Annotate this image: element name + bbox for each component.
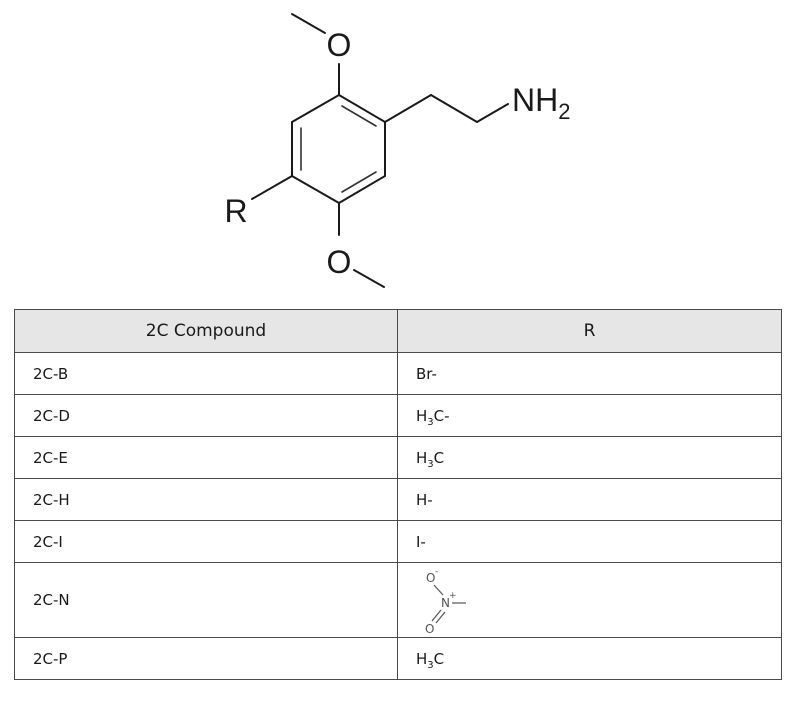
bond-methyl-top: [291, 13, 326, 34]
nitro-nitrogen-charge: +: [449, 591, 457, 601]
compound-cell: 2C-I: [14, 520, 398, 563]
nitro-oxygen-bottom: O: [425, 622, 434, 635]
substituent-cell: I-: [397, 520, 782, 563]
nitro-oxygen-top: O: [426, 571, 435, 585]
substituent-formula: H3C: [416, 649, 445, 671]
nitro-double-bond-b: [435, 611, 446, 624]
phenethylamine-structure: O NH2 R O: [224, 13, 570, 288]
table-row: 2C-H H-: [14, 478, 782, 521]
substituent-cell: H3C: [397, 436, 782, 479]
substituent-formula: H3C: [416, 448, 445, 470]
nitro-nitrogen: N: [441, 596, 450, 610]
bond-ring-ch2: [384, 94, 432, 123]
substituent-cell: H-: [397, 478, 782, 521]
nitro-bond-o-top: [433, 584, 444, 596]
ring-double-bond-2: [341, 171, 377, 193]
substituent-text: H-: [416, 490, 433, 509]
compound-cell: 2C-N: [14, 562, 398, 638]
compound-table: 2C Compound R 2C-B Br- 2C-D H3C- 2C-E H3…: [14, 309, 782, 680]
substituent-cell: H3C: [397, 637, 782, 680]
table-row: 2C-I I-: [14, 520, 782, 563]
substituent-text: I-: [416, 532, 426, 551]
r-label: R: [224, 193, 247, 229]
amine-label: NH2: [512, 82, 570, 124]
compound-cell: 2C-E: [14, 436, 398, 479]
header-compound: 2C Compound: [14, 309, 398, 353]
oxygen-top-label: O: [327, 27, 352, 63]
substituent-formula: H3C-: [416, 406, 450, 428]
compound-cell: 2C-H: [14, 478, 398, 521]
substituent-text: Br-: [416, 364, 437, 383]
table-row: 2C-D H3C-: [14, 394, 782, 437]
substituent-cell: Br-: [397, 352, 782, 395]
table-row: 2C-N O - N + O: [14, 562, 782, 638]
nitro-group-structure: O - N + O: [425, 567, 466, 635]
substituent-cell: O - N + O: [397, 562, 782, 638]
compound-cell: 2C-D: [14, 394, 398, 437]
oxygen-bottom-label: O: [327, 244, 352, 280]
table-header-row: 2C Compound R: [14, 309, 782, 353]
substituent-cell: H3C-: [397, 394, 782, 437]
ring-bond-1: [338, 94, 386, 123]
ring-bond-6: [291, 94, 340, 123]
nitro-oxygen-top-charge: -: [435, 567, 438, 577]
ring-bond-4: [291, 175, 340, 204]
bond-ring-r: [251, 175, 293, 200]
nitro-double-bond-a: [431, 609, 442, 622]
ring-bond-3: [338, 175, 386, 204]
table-row: 2C-P H3C: [14, 637, 782, 680]
bond-ch2-n: [476, 103, 509, 123]
bond-methyl-bottom: [353, 269, 385, 288]
bond-ch2-ch2: [430, 94, 478, 123]
header-r: R: [397, 309, 782, 353]
ring-double-bond-1: [341, 105, 377, 127]
compound-cell: 2C-P: [14, 637, 398, 680]
table-row: 2C-E H3C: [14, 436, 782, 479]
table-row: 2C-B Br-: [14, 352, 782, 395]
compound-cell: 2C-B: [14, 352, 398, 395]
